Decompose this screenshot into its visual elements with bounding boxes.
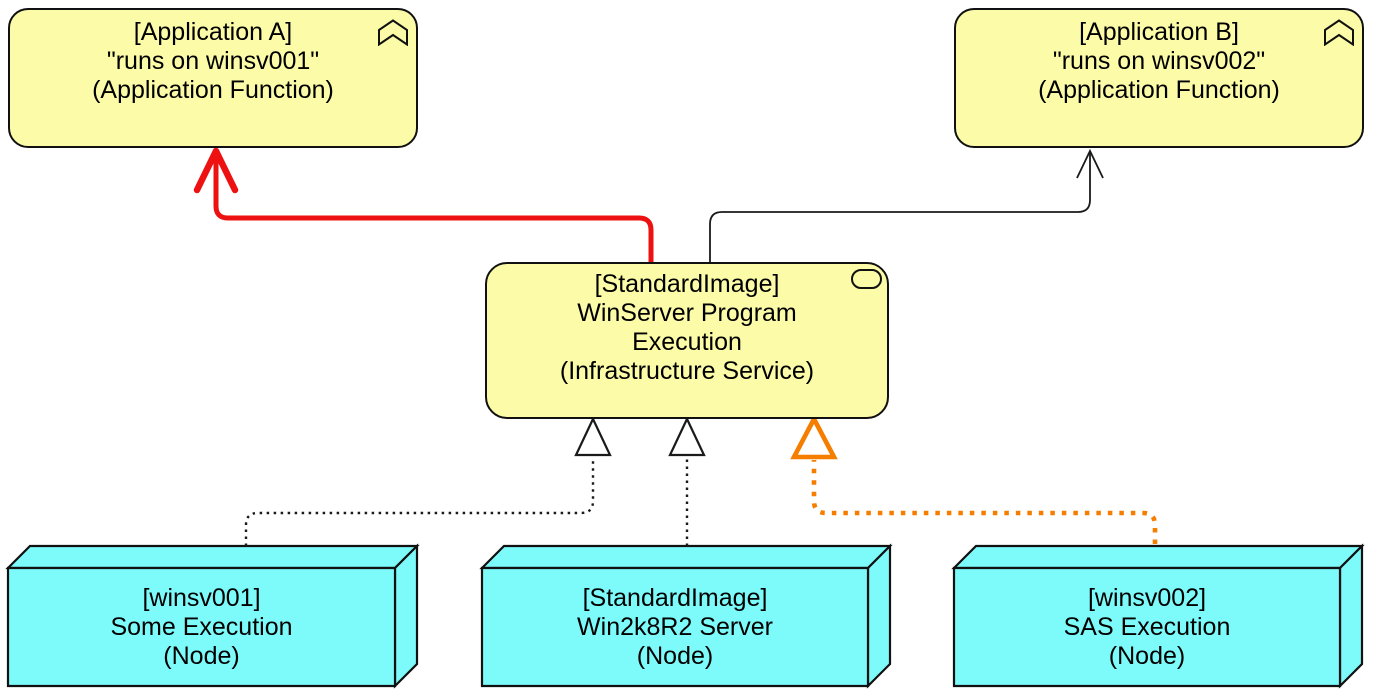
node-winsv001[interactable]: [winsv001] Some Execution (Node) [8,584,395,671]
node-label-line: [StandardImage] [582,584,768,612]
element-label-line: (Infrastructure Service) [559,357,815,385]
node-label-line: Win2k8R2 Server [577,613,773,641]
node-label-line: [winsv002] [1087,584,1207,612]
element-label-line: [Application B] [1079,18,1239,46]
node-side-face [866,543,892,689]
element-label-line: [Application A] [133,18,293,46]
node-shape-winsv002 [951,543,1365,689]
node-label-line: (Node) [1108,642,1186,670]
element-label-line: (Application Function) [92,76,334,104]
flow-connector-black[interactable] [709,153,1091,262]
realization-arrowhead-triangle [574,416,612,457]
flow-arrowhead-black [1076,148,1104,179]
element-label-line: [StandardImage] [594,270,780,298]
realization-connector-winsv001[interactable] [244,457,595,546]
element-label: [Application A] "runs on winsv001" (Appl… [10,10,416,105]
node-side-face [393,543,419,689]
realization-arrowhead-triangle [668,416,706,457]
node-side-face [1338,543,1364,689]
node-winsv002[interactable]: [winsv002] SAS Execution (Node) [954,584,1340,671]
node-shape-standardimage [479,543,893,689]
element-infrastructure-service[interactable]: [StandardImage] WinServer Program Execut… [485,262,889,419]
node-top-face [5,544,420,570]
node-top-face [479,544,893,570]
element-label-line: WinServer Program [577,299,797,327]
element-label-line: (Application Function) [1038,76,1280,104]
node-standardimage[interactable]: [StandardImage] Win2k8R2 Server (Node) [482,584,868,671]
assignment-connector-red[interactable] [213,152,654,265]
element-label-line: Execution [632,328,742,356]
node-front-face [480,566,870,688]
node-label-line: SAS Execution [1063,613,1231,641]
realization-connector-orange[interactable] [811,460,1158,544]
node-shape-winsv001 [5,543,420,689]
node-front-face [6,566,397,688]
node-label-line: Some Execution [110,613,293,641]
application-function-icon [1324,19,1354,46]
node-front-face [952,566,1342,688]
element-label-line: "runs on winsv001" [106,47,320,75]
node-label-line: (Node) [163,642,240,670]
node-top-face [951,544,1365,570]
element-application-a[interactable]: [Application A] "runs on winsv001" (Appl… [8,8,418,148]
element-label: [StandardImage] WinServer Program Execut… [487,264,887,386]
assignment-arrowhead-red [193,147,239,194]
node-label-line: (Node) [636,642,714,670]
application-function-icon [378,19,408,46]
element-label-line: "runs on winsv002" [1052,47,1266,75]
infrastructure-service-icon [851,269,882,289]
node-label-line: [winsv001] [142,584,261,612]
realization-arrowhead-triangle-orange [790,414,838,460]
element-application-b[interactable]: [Application B] "runs on winsv002" (Appl… [954,8,1364,148]
element-label: [Application B] "runs on winsv002" (Appl… [956,10,1362,105]
